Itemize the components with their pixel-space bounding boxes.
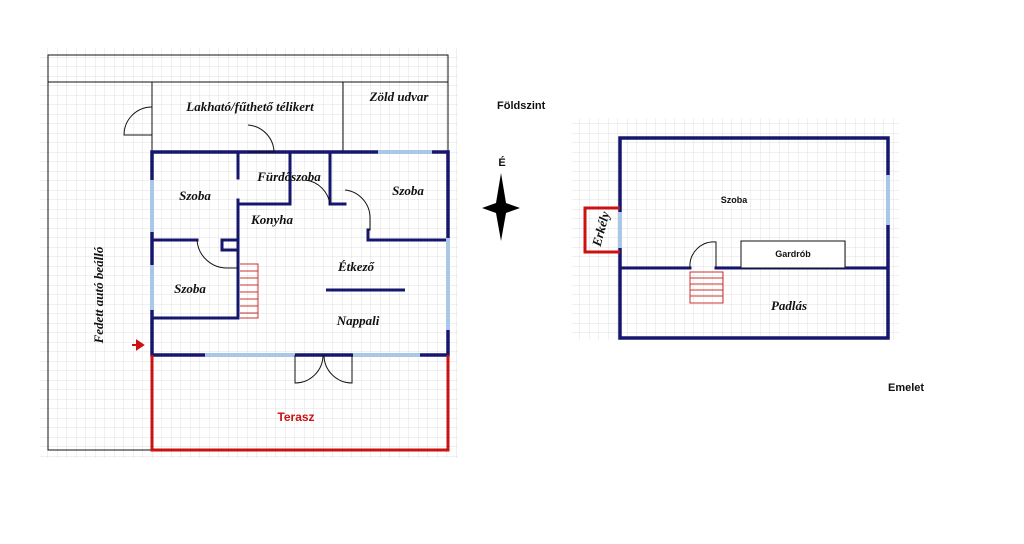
living-label: Nappali [336,313,380,328]
compass-rose: É [482,156,520,241]
upper-stair-door [689,241,717,269]
ground-floor-grid [40,48,458,458]
terrace-outline [150,355,450,452]
upper-floor-plan: Gardrób Erkély Szoba Padlás [572,118,899,340]
ground-staircase [240,263,259,319]
upper-room-label: Szoba [721,195,748,205]
compass-star-icon [482,173,520,241]
kitchen-label: Konyha [250,212,293,227]
carport-boundary [47,82,152,451]
ground-floor-title: Földszint [497,100,546,112]
wardrobe-label: Gardrób [775,249,811,259]
balcony-outline [583,206,620,254]
entrance-arrow-icon [132,339,145,351]
compass-north-label: É [498,156,505,169]
bathroom-label: Fürdőszoba [256,169,321,184]
winter-garden-label: Lakható/fűthető télikert [185,99,314,114]
carport-label: Fedett autó beálló [91,246,106,344]
room-top-right-label: Szoba [392,183,424,198]
winter-garden-boundary [151,82,449,152]
attic-label: Padlás [771,298,807,313]
upper-staircase [689,271,724,304]
room-top-left-label: Szoba [179,188,211,203]
dining-label: Étkező [337,259,376,274]
upper-outer-wall [618,136,890,340]
room-bottom-left-label: Szoba [174,281,206,296]
upper-floor-title: Emelet [888,382,924,394]
terrace-label: Terasz [277,410,314,424]
doors [196,124,371,384]
ground-floor-plan: Lakható/fűthető télikert Zöld udvar Fürd… [40,48,458,458]
upper-floor-grid [572,118,899,340]
green-yard-label: Zöld udvar [369,89,430,104]
winter-garden-door [123,106,153,136]
wardrobe [740,240,846,269]
windows [150,150,450,357]
